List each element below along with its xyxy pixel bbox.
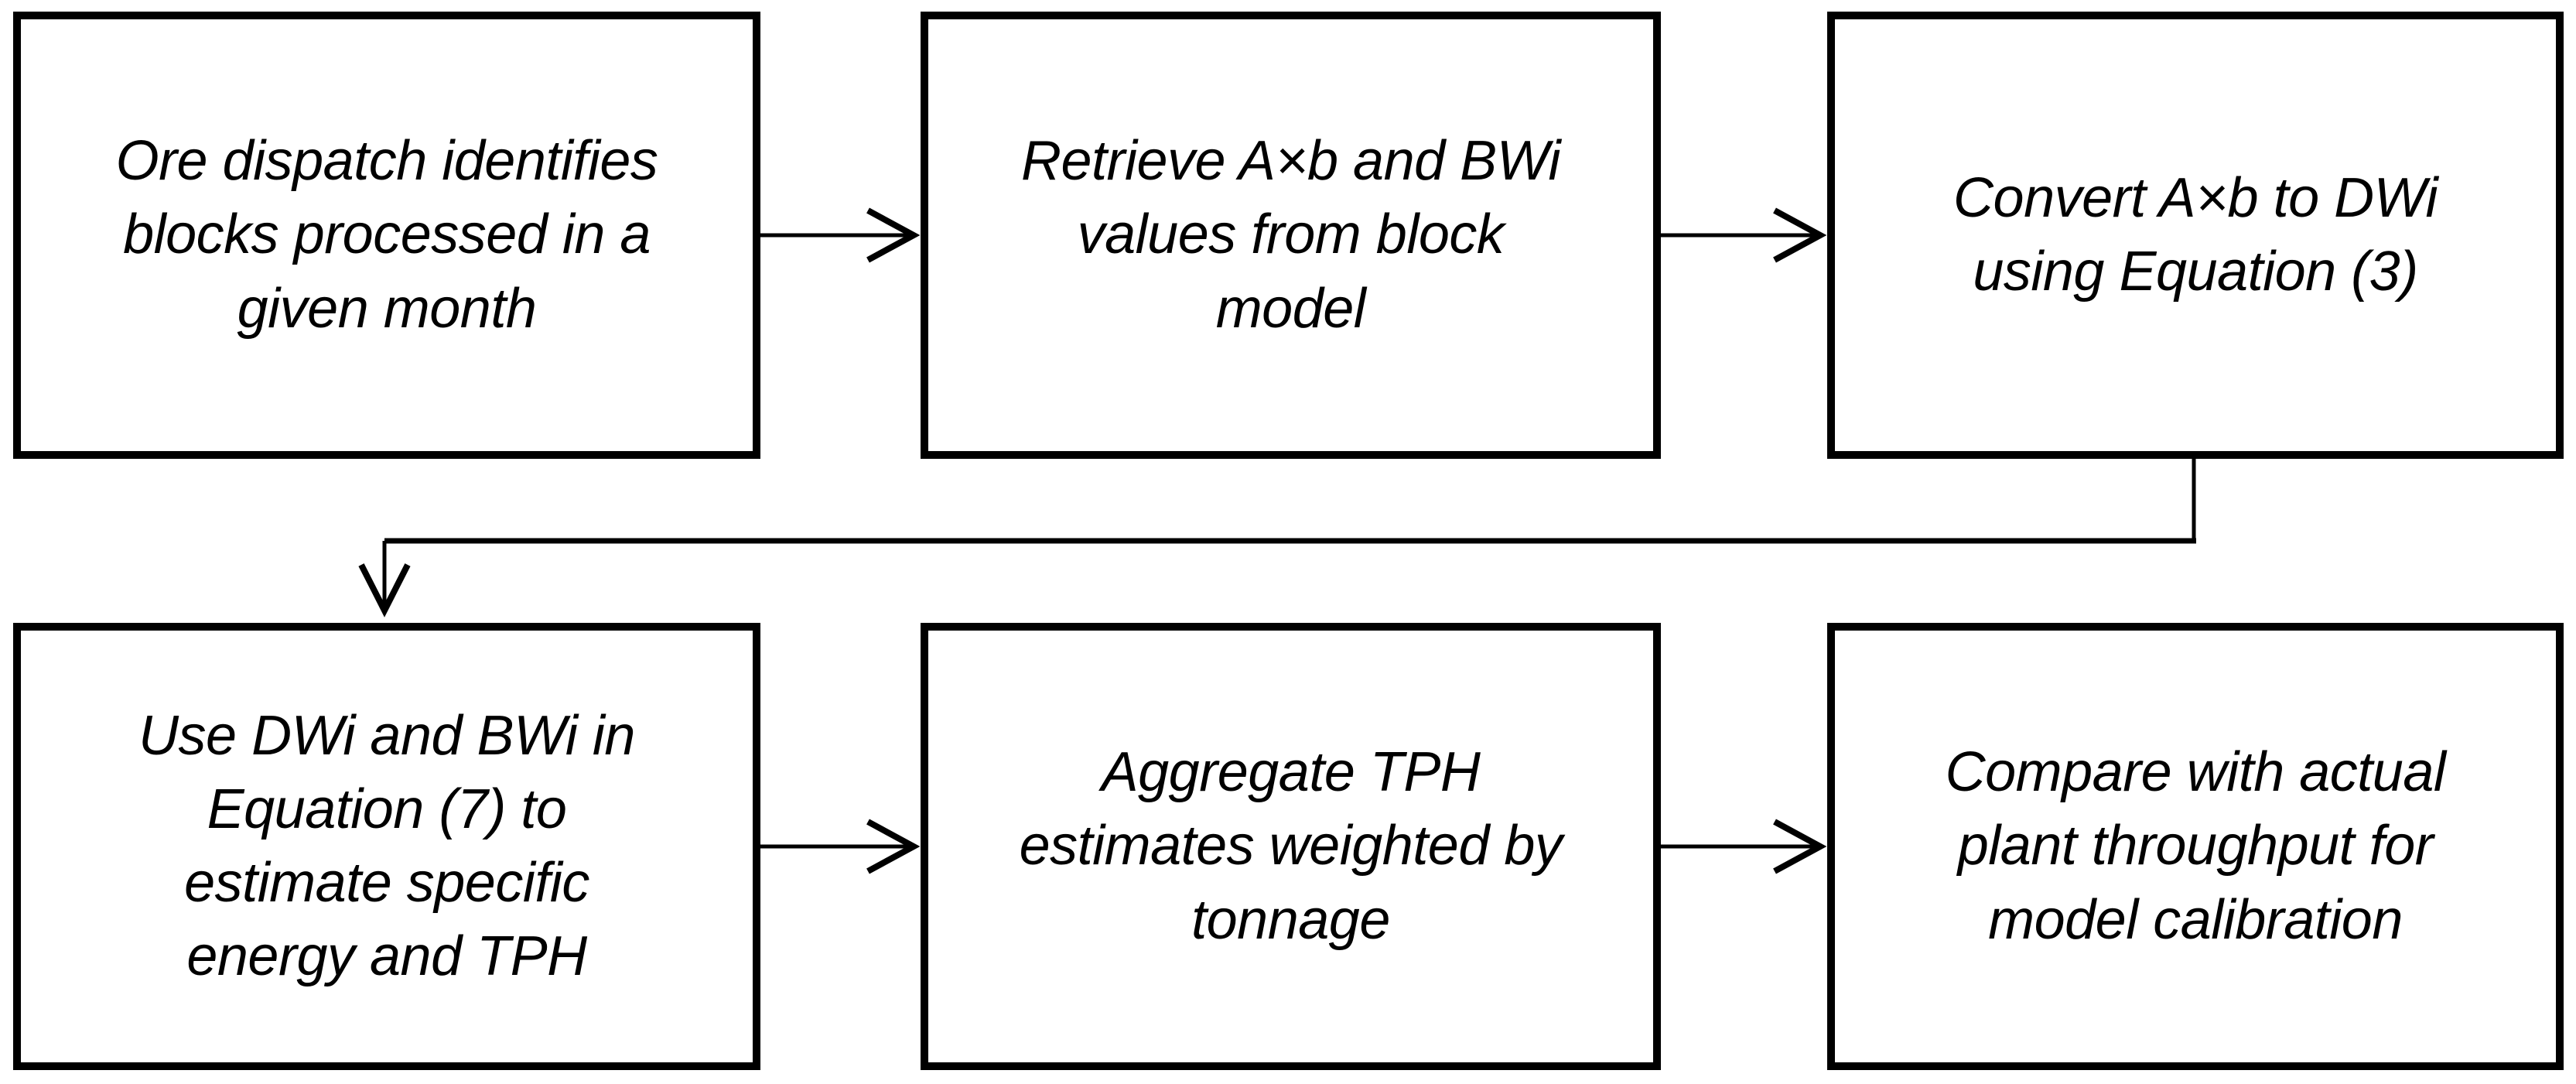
arrow-right-icon	[760, 819, 921, 874]
flow-step-text: Convert A×b to DWi using Equation (3)	[1953, 166, 2438, 303]
flow-step-text: Ore dispatch identifies blocks processed…	[115, 130, 658, 340]
flow-step-estimate-energy: Use DWi and BWi in Equation (7) to estim…	[13, 623, 760, 1070]
flow-step-text: Retrieve A×b and BWi values from block m…	[1020, 130, 1561, 340]
flow-step-text: Aggregate TPH estimates weighted by tonn…	[1019, 741, 1563, 951]
arrow-right-icon	[760, 207, 921, 263]
flow-step-retrieve-values: Retrieve A×b and BWi values from block m…	[921, 12, 1661, 459]
arrow-right-icon	[1661, 819, 1827, 874]
elbow-connector-down-arrow-icon	[358, 459, 2196, 617]
flow-step-aggregate-tph: Aggregate TPH estimates weighted by tonn…	[921, 623, 1661, 1070]
flow-step-text: Use DWi and BWi in Equation (7) to estim…	[138, 704, 635, 988]
flow-step-compare-throughput: Compare with actual plant throughput for…	[1827, 623, 2564, 1070]
flow-step-ore-dispatch: Ore dispatch identifies blocks processed…	[13, 12, 760, 459]
arrow-right-icon	[1661, 207, 1827, 263]
flow-step-text: Compare with actual plant throughput for…	[1945, 741, 2446, 951]
flow-step-convert-axb: Convert A×b to DWi using Equation (3)	[1827, 12, 2564, 459]
